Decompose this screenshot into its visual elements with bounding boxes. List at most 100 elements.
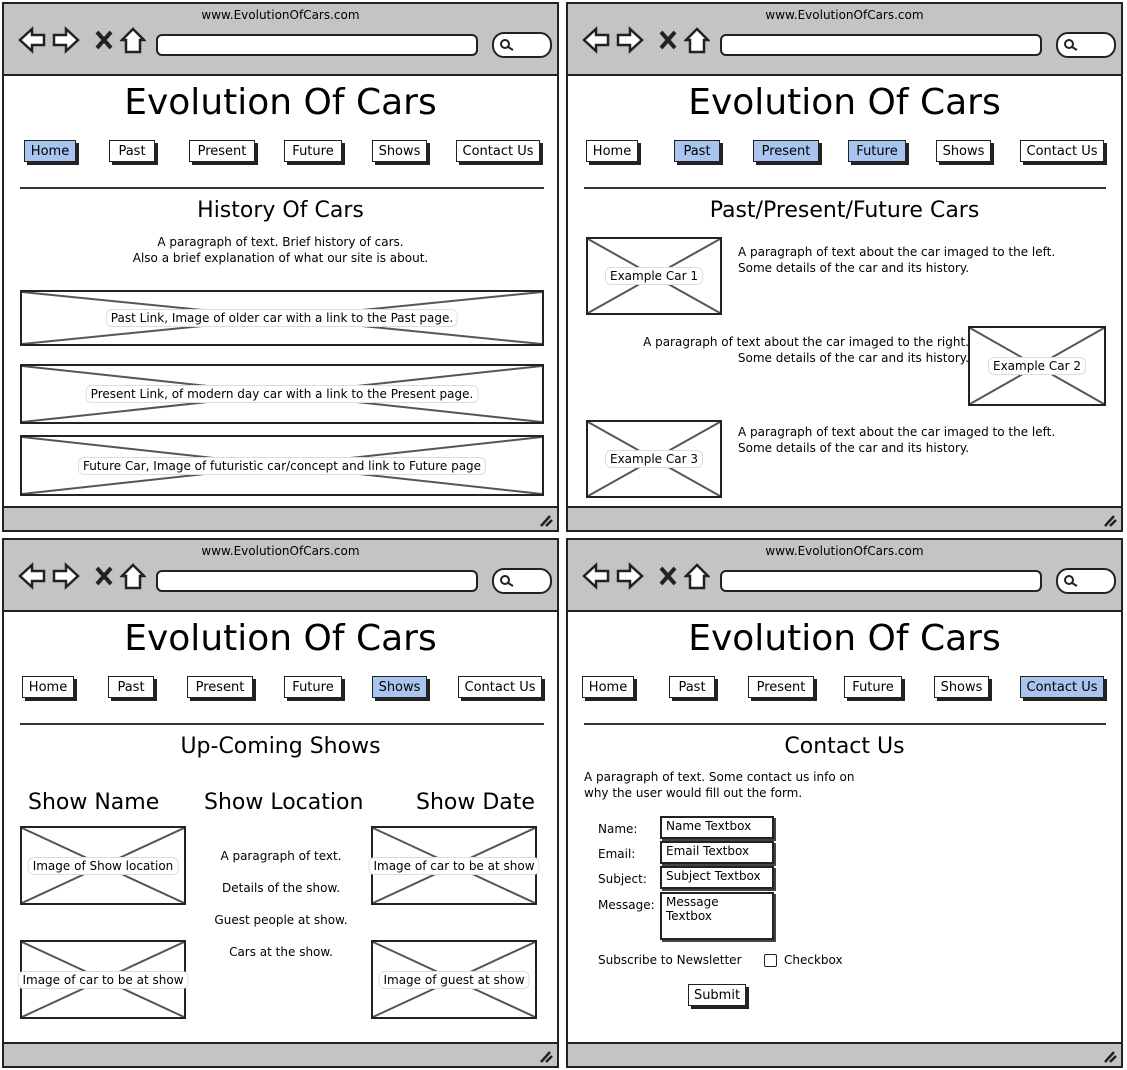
nav-past[interactable]: Past [669, 676, 715, 698]
url-text: www.EvolutionOfCars.com [201, 8, 360, 22]
browser-toolbar: www.EvolutionOfCars.com [4, 540, 557, 612]
nav-shows[interactable]: Shows [372, 140, 427, 162]
search-field[interactable] [492, 568, 552, 594]
resize-grip-icon[interactable] [537, 513, 553, 527]
status-bar [568, 1042, 1121, 1066]
page-heading: Contact Us [784, 734, 905, 759]
contact-paragraph: A paragraph of text. Some contact us inf… [584, 770, 855, 800]
show-guest-image: Image of guest at show [371, 940, 537, 1019]
nav-future[interactable]: Future [284, 140, 342, 162]
back-icon[interactable] [582, 562, 610, 590]
nav-future[interactable]: Future [284, 676, 342, 698]
search-field[interactable] [1056, 568, 1116, 594]
car-image-1: Example Car 1 [586, 237, 722, 315]
url-text: www.EvolutionOfCars.com [765, 8, 924, 22]
nav-present[interactable]: Present [187, 676, 253, 698]
nav-shows[interactable]: Shows [372, 676, 427, 698]
home-icon[interactable] [120, 562, 146, 590]
close-icon[interactable] [658, 562, 678, 590]
show-car-image-2: Image of car to be at show [17, 940, 189, 1019]
column-show-location: Show Location [204, 790, 364, 815]
divider [20, 187, 544, 189]
nav-future[interactable]: Future [844, 676, 902, 698]
nav-present[interactable]: Present [748, 676, 814, 698]
resize-grip-icon[interactable] [1101, 1049, 1117, 1063]
search-field[interactable] [1056, 32, 1116, 58]
nav-contact-us[interactable]: Contact Us [1020, 676, 1104, 698]
site-title: Evolution Of Cars [688, 82, 1001, 123]
image-caption: Past Link, Image of older car with a lin… [105, 309, 459, 327]
car-paragraph-3: A paragraph of text about the car imaged… [738, 425, 1056, 455]
message-label: Message: [598, 898, 655, 912]
email-field[interactable]: Email Textbox [660, 841, 774, 864]
wireframe-shows: www.EvolutionOfCars.com Evolution Of Car… [2, 538, 559, 1068]
home-icon[interactable] [120, 26, 146, 54]
close-icon[interactable] [94, 562, 114, 590]
future-link-image[interactable]: Future Car, Image of futuristic car/conc… [20, 435, 544, 496]
address-bar[interactable] [156, 570, 478, 592]
browser-toolbar: www.EvolutionOfCars.com [568, 4, 1121, 76]
address-bar[interactable] [720, 570, 1042, 592]
divider [584, 723, 1106, 725]
resize-grip-icon[interactable] [1101, 513, 1117, 527]
nav-past[interactable]: Past [109, 140, 155, 162]
image-caption: Image of guest at show [378, 970, 530, 989]
forward-icon[interactable] [616, 562, 644, 590]
nav-shows[interactable]: Shows [936, 140, 991, 162]
page-heading: Past/Present/Future Cars [709, 198, 980, 223]
nav-home[interactable]: Home [586, 140, 638, 162]
back-icon[interactable] [18, 26, 46, 54]
search-field[interactable] [492, 32, 552, 58]
nav-present[interactable]: Present [753, 140, 819, 162]
forward-icon[interactable] [616, 26, 644, 54]
subject-label: Subject: [598, 872, 647, 886]
email-label: Email: [598, 847, 636, 861]
site-title: Evolution Of Cars [124, 82, 437, 123]
status-bar [568, 506, 1121, 530]
nav-contact-us[interactable]: Contact Us [1020, 140, 1104, 162]
nav-past[interactable]: Past [108, 676, 154, 698]
address-bar[interactable] [720, 34, 1042, 56]
message-field[interactable]: Message Textbox [660, 892, 774, 940]
search-icon [1064, 39, 1078, 51]
column-show-name: Show Name [28, 790, 160, 815]
divider [584, 187, 1106, 189]
intro-paragraph: A paragraph of text. Brief history of ca… [132, 235, 429, 265]
resize-grip-icon[interactable] [537, 1049, 553, 1063]
home-icon[interactable] [684, 562, 710, 590]
checkbox-label: Checkbox [784, 953, 843, 967]
show-details: A paragraph of text. Details of the show… [214, 849, 348, 959]
nav-home[interactable]: Home [22, 676, 74, 698]
image-caption: Image of car to be at show [368, 856, 540, 875]
forward-icon[interactable] [52, 26, 80, 54]
page-heading: History Of Cars [197, 198, 364, 223]
submit-button[interactable]: Submit [688, 984, 746, 1006]
close-icon[interactable] [658, 26, 678, 54]
name-field[interactable]: Name Textbox [660, 816, 774, 839]
close-icon[interactable] [94, 26, 114, 54]
nav-present[interactable]: Present [189, 140, 255, 162]
past-link-image[interactable]: Past Link, Image of older car with a lin… [20, 290, 544, 346]
search-icon [500, 39, 514, 51]
nav-contact-us[interactable]: Contact Us [458, 676, 542, 698]
browser-toolbar: www.EvolutionOfCars.com [4, 4, 557, 76]
subject-field[interactable]: Subject Textbox [660, 866, 774, 889]
back-icon[interactable] [18, 562, 46, 590]
nav-shows[interactable]: Shows [934, 676, 989, 698]
nav-home[interactable]: Home [582, 676, 634, 698]
back-icon[interactable] [582, 26, 610, 54]
newsletter-checkbox[interactable] [764, 954, 777, 967]
address-bar[interactable] [156, 34, 478, 56]
nav-future[interactable]: Future [848, 140, 906, 162]
nav-past[interactable]: Past [674, 140, 720, 162]
forward-icon[interactable] [52, 562, 80, 590]
nav-contact-us[interactable]: Contact Us [456, 140, 540, 162]
nav-home[interactable]: Home [24, 140, 76, 162]
status-bar [4, 1042, 557, 1066]
image-caption: Future Car, Image of futuristic car/conc… [77, 456, 487, 475]
home-icon[interactable] [684, 26, 710, 54]
image-caption: Image of car to be at show [17, 970, 189, 989]
image-caption: Example Car 2 [988, 357, 1086, 375]
present-link-image[interactable]: Present Link, of modern day car with a l… [20, 364, 544, 424]
status-bar [4, 506, 557, 530]
